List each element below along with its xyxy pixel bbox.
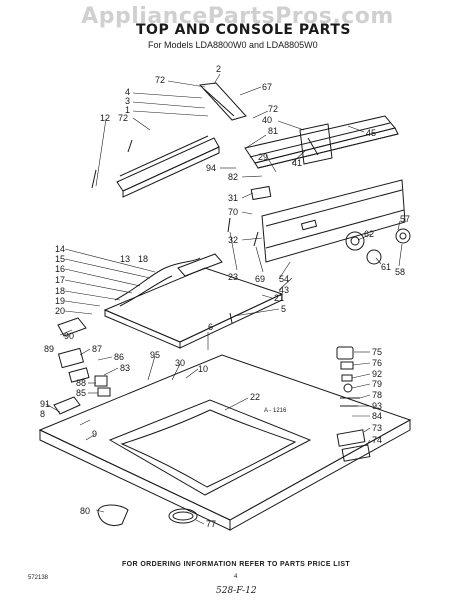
callout-16: 16 xyxy=(55,264,65,274)
callout-72: 72 xyxy=(268,104,278,114)
callout-45: 45 xyxy=(366,128,376,138)
callout-17: 17 xyxy=(55,275,65,285)
callout-81: 81 xyxy=(268,126,278,136)
callout-67: 67 xyxy=(262,82,272,92)
diagram-title: TOP AND CONSOLE PARTS xyxy=(136,22,351,38)
callout-29: 29 xyxy=(258,152,268,162)
callout-89: 89 xyxy=(44,344,54,354)
callout-74: 74 xyxy=(372,435,382,445)
callout-15: 15 xyxy=(55,254,65,264)
callout-1: 1 xyxy=(125,105,130,115)
callout-70: 70 xyxy=(228,207,238,217)
parts-drawing xyxy=(38,82,412,531)
callout-54: 54 xyxy=(279,274,289,284)
callout-21: 21 xyxy=(274,293,284,303)
callout-86: 86 xyxy=(114,352,124,362)
callout-18: 18 xyxy=(138,254,148,264)
callout-23: 23 xyxy=(228,272,238,282)
callout-93: 93 xyxy=(372,401,382,411)
callout-88: 88 xyxy=(76,378,86,388)
callout-78: 78 xyxy=(372,390,382,400)
callout-61: 61 xyxy=(381,262,391,272)
callout-85: 85 xyxy=(76,388,86,398)
callout-80: 80 xyxy=(80,506,90,516)
callout-94: 94 xyxy=(206,163,216,173)
callout-76: 76 xyxy=(372,358,382,368)
callout-8: 8 xyxy=(40,409,45,419)
callout-87: 87 xyxy=(92,344,102,354)
callout-84: 84 xyxy=(372,411,382,421)
callout-31: 31 xyxy=(228,193,238,203)
leader-lines xyxy=(45,73,403,525)
figure-code: A - 1216 xyxy=(264,408,287,414)
callout-14: 14 xyxy=(55,244,65,254)
callout-labels: 2 72 67 4 3 1 12 72 72 40 81 45 29 41 94… xyxy=(40,64,410,529)
callout-13: 13 xyxy=(120,254,130,264)
callout-32: 32 xyxy=(228,235,238,245)
callout-77: 77 xyxy=(206,519,216,529)
callout-6: 6 xyxy=(208,322,213,332)
page-number: 4 xyxy=(234,574,238,580)
handwritten-note: 528-F-12 xyxy=(216,586,257,596)
diagram-subtitle: For Models LDA8800W0 and LDA8805W0 xyxy=(148,40,318,50)
callout-72: 72 xyxy=(118,113,128,123)
callout-30: 30 xyxy=(175,358,185,368)
callout-82: 82 xyxy=(228,172,238,182)
callout-43: 43 xyxy=(279,285,289,295)
callout-79: 79 xyxy=(372,379,382,389)
callout-5: 5 xyxy=(281,304,286,314)
callout-19: 19 xyxy=(55,296,65,306)
watermark: AppliancePartsPros.com xyxy=(81,4,394,29)
callout-73: 73 xyxy=(372,423,382,433)
callout-92: 92 xyxy=(372,369,382,379)
callout-3: 3 xyxy=(125,96,130,106)
callout-4: 4 xyxy=(125,87,130,97)
callout-90: 90 xyxy=(64,331,74,341)
callout-9: 9 xyxy=(92,429,97,439)
callout-91: 91 xyxy=(40,399,50,409)
callout-69: 69 xyxy=(255,274,265,284)
callout-22: 22 xyxy=(250,392,260,402)
callout-95: 95 xyxy=(150,350,160,360)
ordering-info-footer: FOR ORDERING INFORMATION REFER TO PARTS … xyxy=(122,561,351,568)
callout-18: 18 xyxy=(55,286,65,296)
callout-12: 12 xyxy=(100,113,110,123)
callout-40: 40 xyxy=(262,115,272,125)
catalog-number: 572138 xyxy=(28,575,49,581)
callout-83: 83 xyxy=(120,363,130,373)
callout-58: 58 xyxy=(395,267,405,277)
callout-75: 75 xyxy=(372,347,382,357)
callout-72: 72 xyxy=(155,75,165,85)
callout-57: 57 xyxy=(400,214,410,224)
callout-10: 10 xyxy=(198,364,208,374)
callout-20: 20 xyxy=(55,306,65,316)
callout-41: 41 xyxy=(292,158,302,168)
callout-62: 62 xyxy=(364,229,374,239)
callout-2: 2 xyxy=(216,64,221,74)
